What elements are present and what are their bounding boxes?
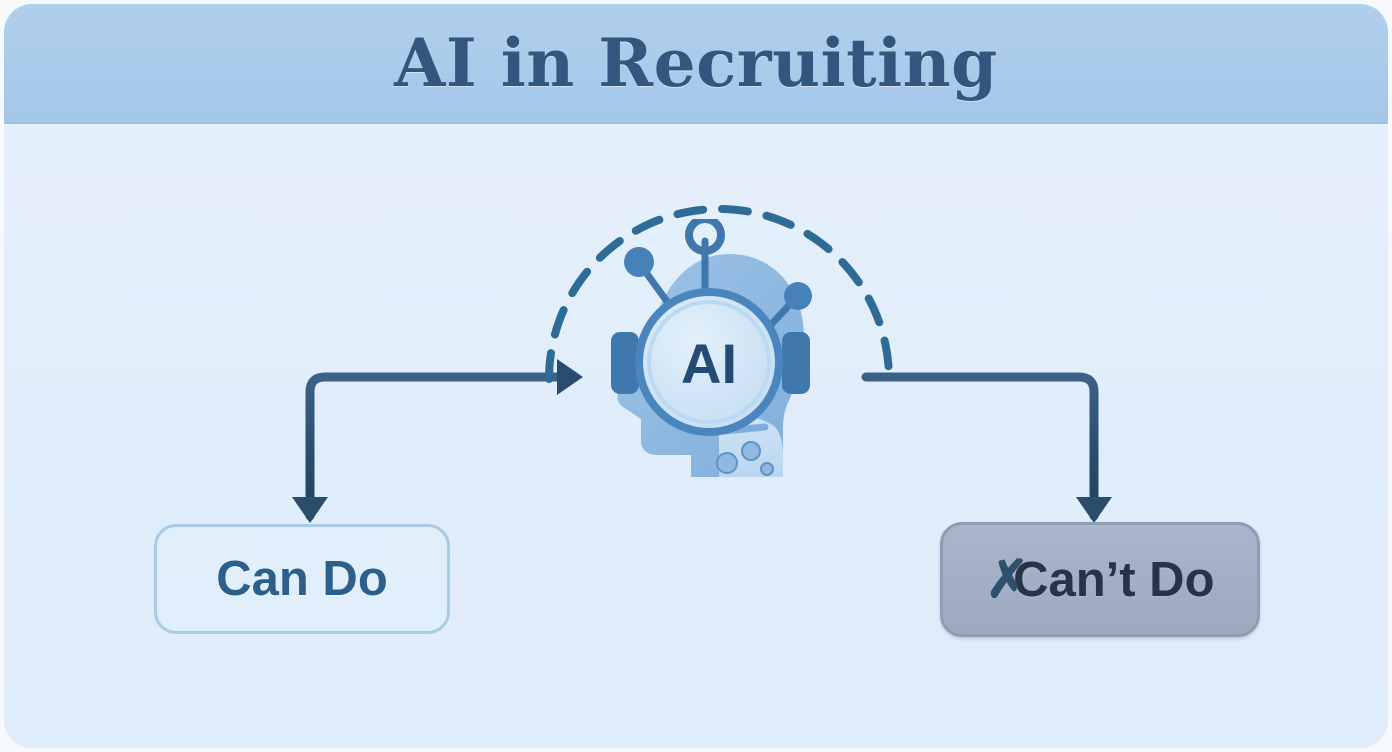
left-arrowhead — [557, 359, 583, 395]
left-down-arrowhead — [292, 497, 328, 523]
connector-layer — [292, 205, 1112, 523]
can-do-label: Can Do — [216, 552, 388, 606]
cross-icon: ✗ — [985, 550, 1030, 609]
outcome-box-cant-do[interactable]: ✗ Can’t Do — [940, 522, 1260, 637]
diagram-stage: AI Can Do ✗ Can’t Do — [4, 124, 1388, 748]
ear-pad-right — [782, 332, 810, 394]
ai-label: AI — [681, 332, 737, 395]
header-bar: AI in Recruiting — [4, 4, 1388, 124]
cant-do-content: ✗ Can’t Do — [985, 550, 1214, 610]
cant-do-label: Can’t Do — [1013, 552, 1215, 607]
page-title: AI in Recruiting — [394, 24, 998, 102]
ear-pad-left — [611, 332, 639, 394]
outcome-box-can-do[interactable]: Can Do — [154, 524, 450, 634]
left-connector — [292, 359, 583, 523]
ai-brain-circle: AI — [635, 288, 783, 436]
right-connector — [861, 372, 1112, 523]
right-down-arrowhead — [1076, 497, 1112, 523]
dashed-arc — [545, 205, 893, 383]
diagram-card: AI in Recruiting — [4, 4, 1388, 748]
ai-head-icon: AI — [579, 219, 814, 509]
